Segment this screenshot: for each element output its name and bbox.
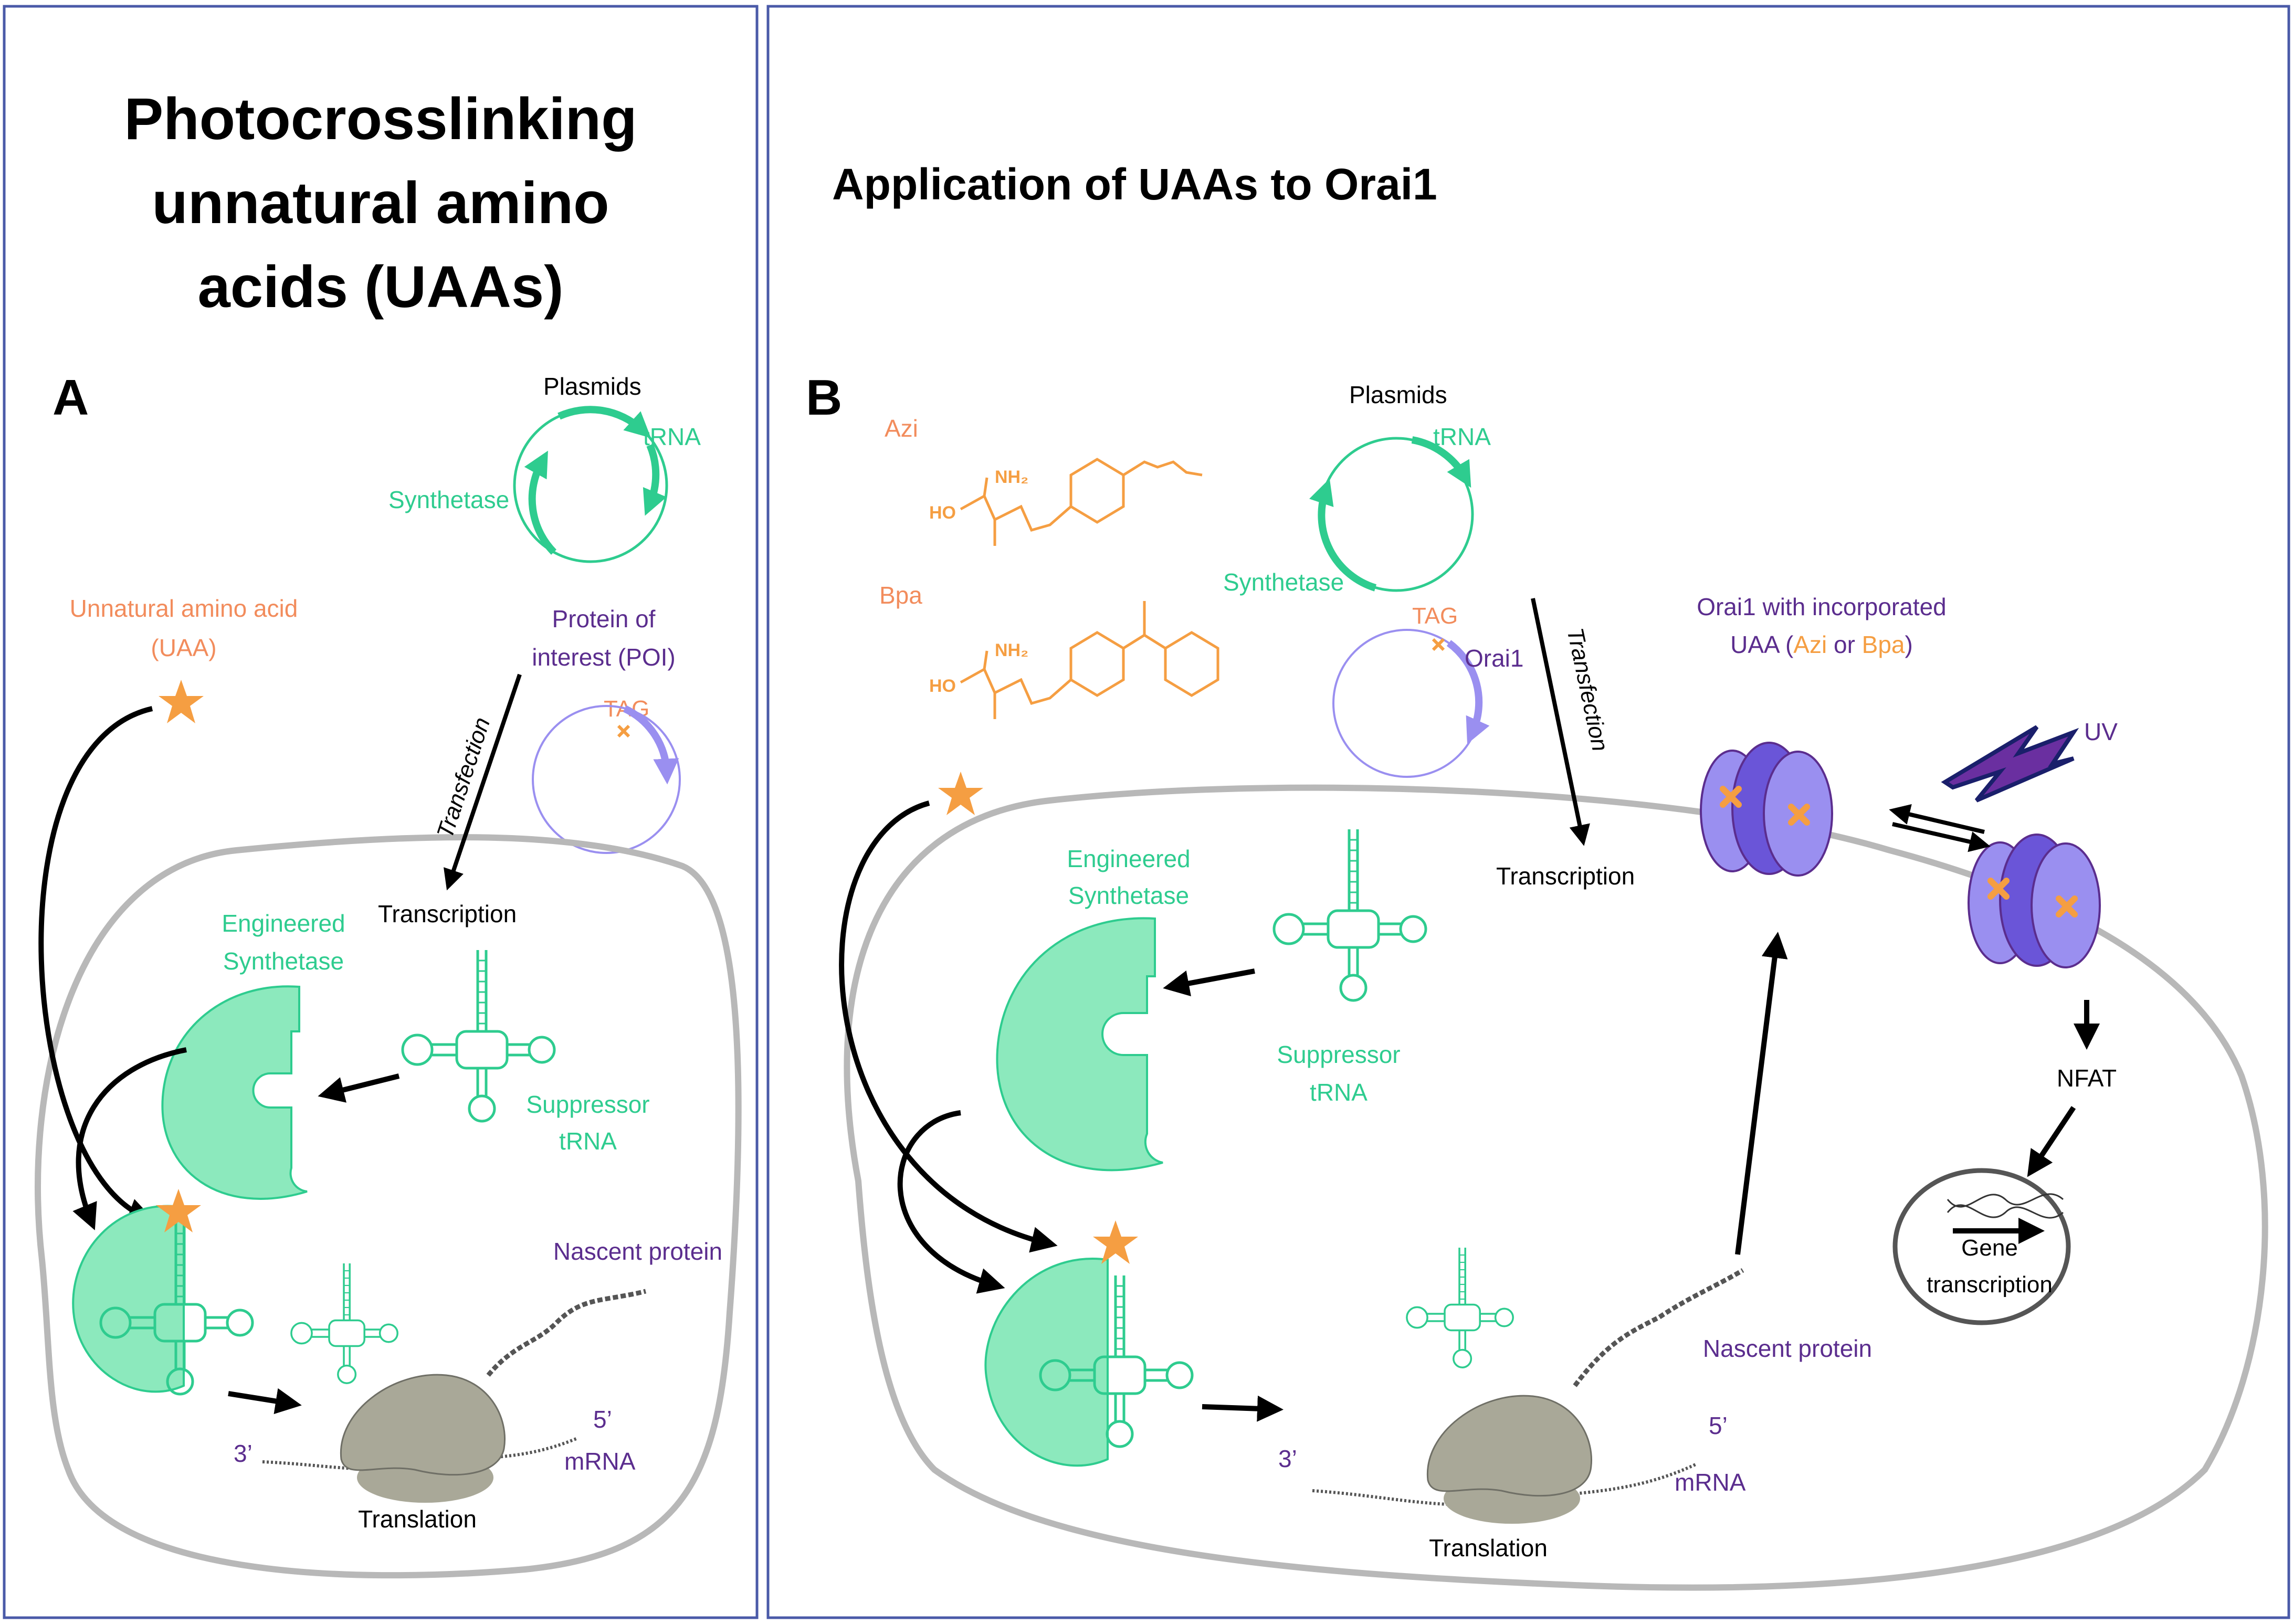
left-suppressor-label-line2: tRNA (559, 1127, 617, 1155)
left-transcription-label: Transcription (378, 900, 517, 927)
equilibrium-arrow-right (1892, 822, 1991, 852)
left-nascent-chain (486, 1289, 647, 1377)
right-uaa-arrow (839, 800, 1058, 1253)
right-to-ribosome-arrow (1202, 1395, 1284, 1422)
nucleus (1892, 1168, 2071, 1325)
plasmid-poi-icon (532, 705, 681, 854)
right-engineered-label-line2: Synthetase (1068, 882, 1189, 909)
azi-structure-icon (960, 458, 1203, 546)
azi-nh2: NH₂ (995, 467, 1028, 487)
left-three-prime: 3’ (234, 1440, 253, 1467)
dna-icon (1947, 1193, 2064, 1219)
trna-free-icon (290, 1262, 398, 1384)
left-synth-arrow (72, 1047, 187, 1230)
right-trna-to-synth-arrow (1163, 968, 1255, 997)
right-suppressor-label-line1: Suppressor (1277, 1041, 1400, 1068)
plasmid-icon (513, 406, 668, 563)
gene-label-line1: Gene (1961, 1235, 2018, 1261)
star-icon-right (938, 772, 983, 815)
right-trna-plasmid-label: tRNA (1433, 423, 1491, 450)
nascent-to-orai-arrow (1735, 932, 1788, 1255)
right-mrna-strand (1312, 1463, 1697, 1506)
bpa-nh2: NH₂ (995, 640, 1028, 660)
left-suppressor-label-line1: Suppressor (526, 1091, 649, 1118)
right-transfection-arrow (1531, 598, 1590, 846)
synthetase-icon-right (996, 917, 1163, 1172)
left-to-ribosome-arrow (228, 1388, 302, 1415)
left-plasmids-label: Plasmids (543, 373, 641, 400)
right-tag-label: TAG (1412, 603, 1458, 629)
left-mrna-strand (262, 1437, 578, 1471)
right-suppressor-label-line2: tRNA (1310, 1079, 1368, 1106)
right-synthetase-plasmid-label: Synthetase (1223, 568, 1344, 596)
left-poi-label-line1: Protein of (552, 605, 656, 632)
right-five-prime: 5’ (1709, 1412, 1728, 1439)
equilibrium-arrow-left (1889, 804, 1985, 834)
right-nascent-label: Nascent protein (1703, 1335, 1872, 1362)
left-title-line2: unnatural amino (152, 170, 609, 236)
left-uaa-label-line1: Unnatural amino acid (70, 595, 298, 622)
orai-channel-icon (1701, 743, 1832, 876)
right-title: Application of UAAs to Orai1 (832, 160, 1437, 209)
synthetase-icon (161, 985, 308, 1200)
panel-left-border (3, 5, 759, 1619)
ribosome-icon-right (1426, 1395, 1593, 1525)
right-mrna-label: mRNA (1675, 1469, 1746, 1496)
star-charged-icon-right (1093, 1220, 1138, 1264)
orai1-plasmid-label: Orai1 (1465, 645, 1523, 672)
star-icon (159, 680, 204, 723)
left-five-prime: 5’ (593, 1406, 612, 1433)
orai-caption-line1: Orai1 with incorporated (1697, 593, 1947, 620)
right-cell-membrane (844, 784, 2268, 1591)
right-translation-label: Translation (1429, 1534, 1548, 1562)
plasmid-icon-right (1309, 436, 1474, 592)
panel-right: Application of UAAs to Orai1 B Azi Bpa H… (806, 160, 2268, 1591)
left-synthetase-plasmid-label: Synthetase (388, 486, 509, 513)
right-transfection-label: Transfection (1562, 626, 1613, 754)
nfat-to-nucleus-arrow (2027, 1106, 2076, 1177)
plasmid-orai-icon (1332, 629, 1490, 778)
ribosome-icon (340, 1374, 506, 1504)
right-plasmids-label: Plasmids (1349, 381, 1447, 408)
synthetase-complex-icon (72, 1205, 185, 1393)
orai-caption-line2: UAA (Azi or Bpa) (1730, 631, 1913, 658)
left-mrna-label: mRNA (564, 1448, 636, 1475)
bpa-structure-icon (960, 601, 1219, 719)
left-uaa-arrow (38, 706, 155, 1224)
left-transfection-arrow (444, 673, 522, 891)
left-translation-label: Translation (358, 1505, 477, 1533)
left-title-line1: Photocrosslinking (124, 86, 637, 152)
bpa-ho: HO (929, 676, 956, 696)
panel-left: Photocrosslinking unnatural amino acids … (35, 86, 742, 1579)
right-three-prime: 3’ (1278, 1445, 1297, 1472)
panel-letter-a: A (52, 370, 89, 426)
left-nascent-label: Nascent protein (553, 1238, 722, 1265)
panel-right-border (766, 5, 2290, 1619)
left-engineered-label-line1: Engineered (222, 910, 345, 937)
left-uaa-label-line2: (UAA) (151, 634, 216, 661)
nfat-label: NFAT (2057, 1064, 2117, 1092)
right-nascent-chain (1573, 1268, 1744, 1387)
trna-free-icon-right (1406, 1247, 1514, 1368)
panel-letter-b: B (806, 370, 842, 426)
left-title-line3: acids (UAAs) (197, 254, 563, 320)
lightning-icon (1941, 725, 2079, 803)
gene-label-line2: transcription (1927, 1272, 2053, 1298)
left-poi-label-line2: interest (POI) (532, 644, 676, 671)
right-synth-arrow (897, 1110, 1005, 1294)
left-trna-plasmid-label: tRNA (643, 423, 701, 450)
left-trna-to-synth-arrow (318, 1073, 400, 1103)
left-engineered-label-line2: Synthetase (223, 947, 344, 975)
uv-label: UV (2084, 718, 2118, 745)
right-transcription-label: Transcription (1496, 862, 1635, 890)
right-engineered-label-line1: Engineered (1067, 845, 1190, 872)
left-cell-membrane (35, 834, 742, 1579)
azi-ho: HO (929, 503, 956, 523)
trna-icon-right (1274, 829, 1426, 1000)
azi-label: Azi (885, 415, 918, 442)
orai-channel-crosslinked-icon (1969, 835, 2100, 967)
bpa-label: Bpa (879, 582, 922, 609)
